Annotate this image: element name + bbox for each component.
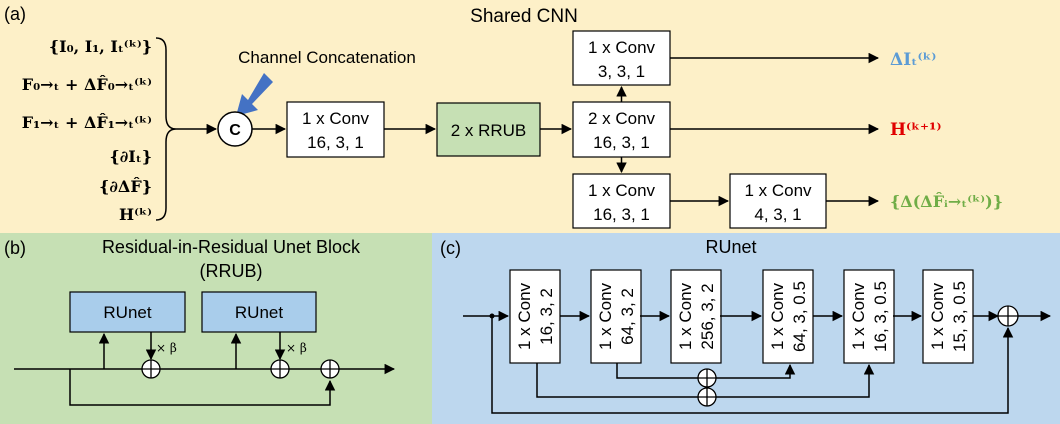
runet-skip-b2-b4 (616, 363, 790, 379)
output-delta-image: ΔIₜ⁽ᵏ⁾ (890, 50, 936, 70)
runet-skip-b1-b5 (536, 363, 869, 398)
runet-conv-block-1-line2: 16, 3, 2 (537, 288, 556, 345)
runet-conv-block-6-line2: 15, 3, 0.5 (950, 281, 969, 352)
add1-plus-icon (142, 360, 160, 378)
runet-conv-block-2-line2: 64, 3, 2 (618, 288, 637, 345)
input-flow-1: F₁→ₜ + ΔF̂₁→ₜ⁽ᵏ⁾ (22, 113, 152, 132)
panel-b-title-line1: Residual-in-Residual Unet Block (102, 237, 361, 257)
runet-conv-block-5-line1: 1 x Conv (849, 282, 868, 350)
rrub-label: 2 x RRUB (451, 121, 527, 140)
input-flow-0: F₀→ₜ + ΔF̂₀→ₜ⁽ᵏ⁾ (22, 75, 152, 94)
scale2-label: × β (286, 341, 307, 355)
conv-top-box (572, 30, 671, 86)
runet-conv-block-1 (509, 269, 561, 364)
conv-top-line1: 1 x Conv (588, 38, 656, 57)
panel-c-label: (c) (440, 238, 461, 258)
runet2-label: RUnet (235, 303, 283, 322)
conv-mid-line1: 2 x Conv (588, 109, 656, 128)
runet2-box (201, 291, 317, 333)
concat-pointer-arrow-icon (236, 73, 273, 116)
conv-bot1-line1: 1 x Conv (588, 181, 656, 200)
conv1-line2: 16, 3, 1 (307, 133, 364, 152)
runet-conv-block-6-line1: 1 x Conv (928, 282, 947, 350)
rrub-outer-skip (69, 369, 336, 406)
input-hidden-state: H⁽ᵏ⁾ (119, 205, 152, 224)
input-grad-image: {∂Iₜ} (109, 147, 152, 166)
panel-b-title-line2: (RRUB) (200, 261, 263, 281)
scale1-label: × β (156, 341, 177, 355)
runet-branch-dot (489, 313, 495, 319)
panel-c-title: RUnet (705, 237, 756, 257)
runet-conv-block-1-line1: 1 x Conv (515, 282, 534, 350)
conv-bot2-line1: 1 x Conv (744, 181, 812, 200)
runet-conv-block-3-line1: 1 x Conv (676, 282, 695, 350)
runet-conv-block-2-line1: 1 x Conv (596, 282, 615, 350)
runet-connections (463, 310, 1052, 414)
runet-conv-block-4 (762, 269, 814, 364)
runet1-label: RUnet (103, 303, 151, 322)
conv-bot2-line2: 4, 3, 1 (754, 205, 801, 224)
runet-conv-block-5-line2: 16, 3, 0.5 (871, 281, 890, 352)
input-grad-flow: {∂ΔF̂} (99, 177, 152, 196)
add3-plus-icon (321, 360, 339, 378)
runet-conv-block-3-line2: 256, 3, 2 (698, 283, 717, 349)
panel-a-label: (a) (4, 4, 26, 24)
conv-mid-box (572, 101, 671, 158)
runet-conv-block-4-line2: 64, 3, 0.5 (790, 281, 809, 352)
runet-skip-add-outer-plus-icon (698, 388, 716, 406)
concat-label: Channel Concatenation (238, 48, 416, 67)
input-image-set: {I₀, I₁, Iₜ⁽ᵏ⁾} (49, 37, 152, 56)
runet-global-skip (491, 316, 1014, 414)
output-delta-flow: {Δ(ΔF̂ᵢ→ₜ⁽ᵏ⁾)} (890, 192, 1003, 211)
inputs-group: {I₀, I₁, Iₜ⁽ᵏ⁾} F₀→ₜ + ΔF̂₀→ₜ⁽ᵏ⁾ F₁→ₜ + … (22, 37, 152, 224)
concat-symbol: C (229, 122, 241, 139)
panel-b-label: (b) (4, 238, 26, 258)
runet1-box (69, 291, 186, 333)
conv-top-line2: 3, 3, 1 (598, 62, 645, 81)
runet-conv-block-5 (843, 269, 895, 364)
conv1-line1: 1 x Conv (302, 109, 370, 128)
runet-conv-block-2 (590, 269, 642, 364)
runet-output-add-plus-icon (998, 306, 1018, 326)
conv1-box (286, 101, 385, 158)
panel-a-title: Shared CNN (470, 6, 578, 27)
runet-skip-add-inner-plus-icon (698, 369, 716, 387)
runet-conv-block-4-line1: 1 x Conv (768, 282, 787, 350)
output-hidden-state: H⁽ᵏ⁺¹⁾ (890, 120, 942, 140)
add2-plus-icon (271, 360, 289, 378)
conv-mid-line2: 16, 3, 1 (593, 133, 650, 152)
conv-bot1-line2: 16, 3, 1 (593, 205, 650, 224)
